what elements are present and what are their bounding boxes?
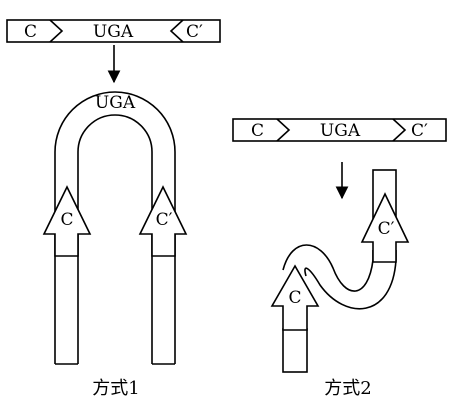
mode1-right-arrow	[138, 185, 188, 257]
mode2-lower-arrow	[270, 264, 320, 331]
mode2-upper-arrow-label: C′	[378, 219, 395, 239]
mode2-caption: 方式2	[324, 378, 371, 399]
top-strand-c: C	[24, 22, 37, 42]
mode2-upper-arrow	[360, 192, 410, 263]
top-strand-c-prime: C′	[186, 22, 203, 42]
mode1-caption: 方式1	[92, 378, 139, 399]
mode1-left-arrow	[42, 185, 92, 257]
mode1-left-arrow-label: C	[60, 210, 73, 230]
right-strand-uga: UGA	[320, 121, 361, 141]
hairpin-structure: UGA C C′	[42, 91, 188, 365]
top-strand: C UGA C′	[6, 19, 221, 43]
mode2-lower-arrow-label: C	[288, 288, 301, 308]
mode1-right-arrow-label: C′	[156, 210, 173, 230]
right-strand: C UGA C′	[232, 118, 447, 142]
hairpin-loop-uga: UGA	[95, 93, 136, 113]
s-structure: C′ C	[270, 169, 410, 373]
right-strand-c-prime: C′	[411, 121, 428, 141]
right-strand-c: C	[251, 121, 264, 141]
top-strand-uga: UGA	[93, 22, 134, 42]
